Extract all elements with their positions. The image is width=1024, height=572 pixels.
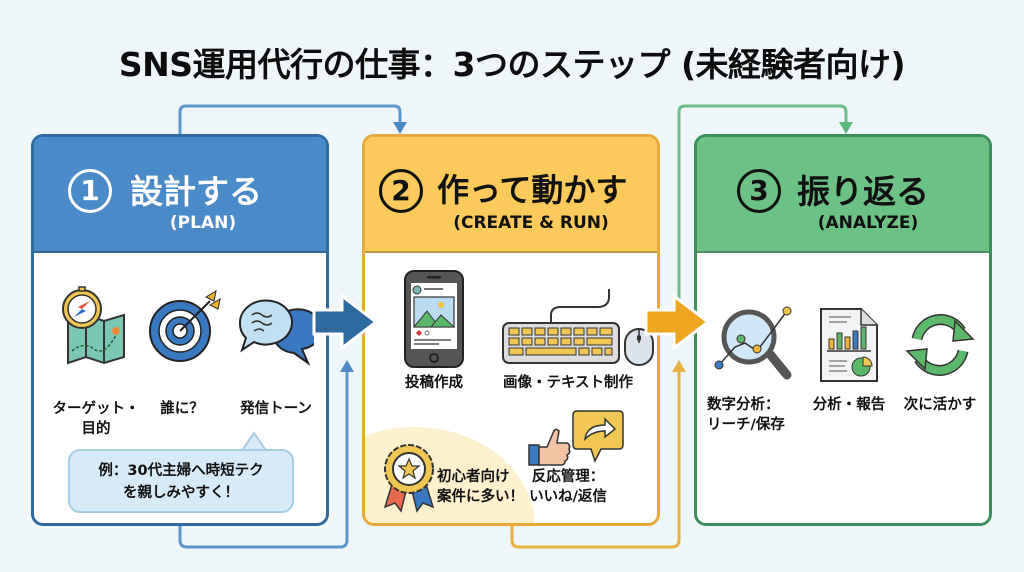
page-title: SNS運用代行の仕事：3つのステップ (未経験者向け) (118, 45, 906, 84)
step-title: 作って動かす (437, 171, 628, 209)
item-label: 誰に？ (152, 399, 212, 419)
item-label-line: リーチ/保存 (707, 417, 785, 433)
beginner-badge-text: 初心者向け 案件に多い！ (437, 467, 533, 507)
arrowhead-plan-loop-up (340, 360, 354, 372)
item-label-line: 反応管理： (531, 469, 605, 485)
badge-text-line: 初心者向け (437, 469, 510, 485)
step-card-plan: 1 設計する (PLAN) ターゲット・ 目的 誰に？ 発信トーン (31, 134, 329, 526)
example-text-line: を親しみやすく！ (123, 485, 239, 501)
item-label-line: 次に活かす (903, 397, 977, 413)
item-label-line: 分析・報告 (812, 397, 886, 413)
item-label-line: 目的 (81, 421, 111, 437)
step-card-create: 2 作って動かす (CREATE & RUN) 投稿作成 画像・ (362, 134, 660, 526)
step-header-plan: 1 設計する (PLAN) (34, 137, 326, 253)
step-card-analyze: 3 振り返る (ANALYZE) 数字分析： リーチ/保存 分析・報告 (694, 134, 992, 526)
step-header-analyze: 3 振り返る (ANALYZE) (697, 137, 989, 253)
step-subtitle: (PLAN) (169, 213, 237, 233)
example-text-line: 例：30代主婦へ時短テク (98, 463, 264, 479)
arrowhead-plan-to-create (393, 122, 407, 134)
step-subtitle: (CREATE & RUN) (453, 213, 609, 233)
arrow-right-create-to-analyze-icon (644, 294, 710, 350)
compass-map-icon (62, 286, 125, 365)
step-title: 設計する (130, 172, 262, 211)
item-label: ターゲット・ 目的 (46, 399, 146, 439)
magnifier-analytics-icon (714, 306, 792, 380)
target-icon (149, 289, 221, 362)
step-number-badge: 3 (737, 169, 781, 213)
keyboard-mouse-icon (502, 289, 654, 366)
smartphone-post-icon (404, 270, 464, 368)
refresh-cycle-icon (905, 314, 975, 376)
arrow-right-plan-to-create-icon (312, 294, 378, 350)
step-number-badge: 2 (379, 169, 423, 213)
step-number-badge: 1 (68, 169, 112, 213)
award-ribbon-icon (383, 444, 435, 513)
report-document-icon (820, 308, 878, 382)
item-label-line: いいね/返信 (529, 489, 607, 505)
step-subtitle: (ANALYZE) (817, 213, 919, 233)
step-title: 振り返る (797, 172, 929, 211)
item-label-line: 投稿作成 (405, 375, 463, 391)
step-header-create: 2 作って動かす (CREATE & RUN) (365, 137, 657, 253)
item-label: 反応管理： いいね/返信 (523, 467, 613, 507)
item-label-line: 発信トーン (240, 401, 312, 417)
arrowhead-create-to-analyze (839, 122, 853, 134)
item-label: 画像・テキスト制作 (493, 373, 643, 393)
example-callout: 例：30代主婦へ時短テク を親しみやすく！ (68, 449, 294, 513)
item-label-line: ターゲット・ (52, 401, 140, 417)
speech-bubbles-icon (238, 299, 314, 366)
connector-plan-to-create-top (178, 104, 402, 134)
item-label-line: 画像・テキスト制作 (502, 375, 634, 391)
item-label: 投稿作成 (389, 373, 479, 393)
badge-text-line: 案件に多い！ (437, 489, 524, 505)
item-label-line: 数字分析： (707, 397, 780, 413)
item-label-line: 誰に？ (160, 401, 204, 417)
arrowhead-create-loop-up (672, 360, 686, 372)
item-label: 次に活かす (897, 395, 983, 415)
item-label: 分析・報告 (807, 395, 891, 415)
item-label: 発信トーン (232, 399, 320, 419)
item-label: 数字分析： リーチ/保存 (707, 395, 793, 435)
thumbs-up-share-icon (528, 410, 624, 466)
